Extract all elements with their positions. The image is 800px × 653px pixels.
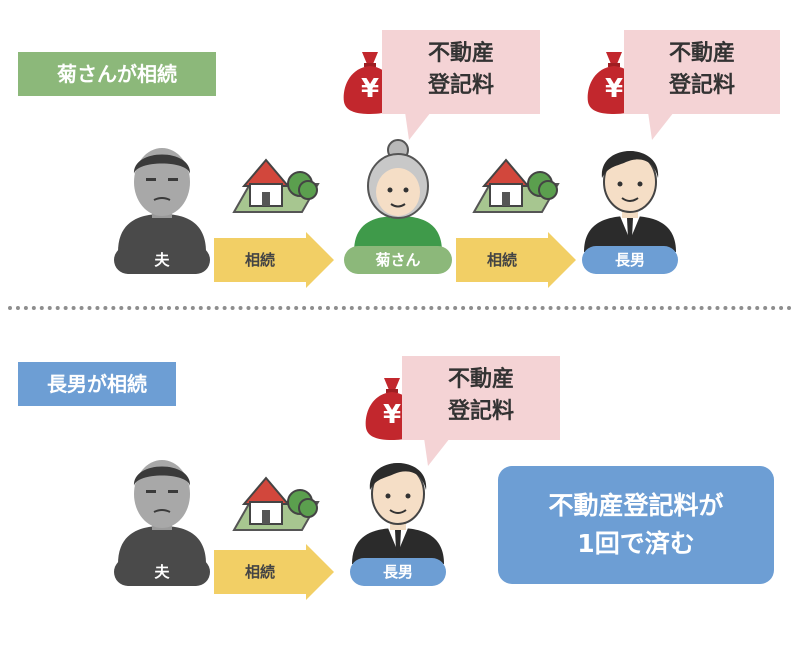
- callout-box: 不動産登記料が 1回で済む: [498, 466, 774, 584]
- callout-line1: 不動産登記料が: [548, 491, 724, 520]
- callout-line2: 1回で済む: [577, 529, 695, 558]
- yen-symbol: ¥: [360, 74, 380, 104]
- inherit-arrow: 相続: [214, 232, 334, 288]
- yen-symbol: ¥: [604, 74, 624, 104]
- kiku-avatar-icon: [354, 139, 442, 252]
- inherit-arrow: 相続: [214, 544, 334, 600]
- bubble-tail: [648, 112, 674, 140]
- husband-avatar-icon: [118, 460, 206, 564]
- husband-avatar-icon: [118, 148, 206, 252]
- fee-bubble: [624, 30, 780, 114]
- house-land-icon: [472, 158, 560, 213]
- fee-bubble-line2: 登記料: [447, 399, 514, 424]
- section-label-son-inherits: 長男が相続: [18, 362, 176, 406]
- fee-bubble-line1: 不動産: [668, 41, 735, 66]
- section-divider: [8, 306, 792, 310]
- son-avatar-icon: [584, 151, 676, 252]
- house-land-icon: [232, 158, 320, 213]
- son-avatar-icon: [352, 463, 444, 564]
- bubble-tail: [424, 438, 450, 466]
- kiku-tag: 菊さん: [344, 246, 452, 274]
- bubble-tail: [405, 112, 431, 140]
- fee-bubble-line1: 不動産: [447, 367, 514, 392]
- son-tag: 長男: [582, 246, 678, 274]
- fee-bubble: [382, 30, 540, 114]
- inherit-arrow-label: 相続: [486, 251, 517, 269]
- inherit-arrow-label: 相続: [244, 563, 275, 581]
- inherit-arrow: 相続: [456, 232, 576, 288]
- son-tag: 長男: [350, 558, 446, 586]
- yen-symbol: ¥: [382, 400, 402, 430]
- husband-tag: 夫: [114, 558, 210, 586]
- fee-bubble: [402, 356, 560, 440]
- section-label-kiku-inherits: 菊さんが相続: [18, 52, 216, 96]
- husband-tag: 夫: [114, 246, 210, 274]
- inherit-arrow-label: 相続: [244, 251, 275, 269]
- fee-bubble-line2: 登記料: [427, 73, 494, 98]
- fee-bubble-line1: 不動産: [427, 41, 494, 66]
- fee-bubble-line2: 登記料: [668, 73, 735, 98]
- house-land-icon: [232, 476, 320, 531]
